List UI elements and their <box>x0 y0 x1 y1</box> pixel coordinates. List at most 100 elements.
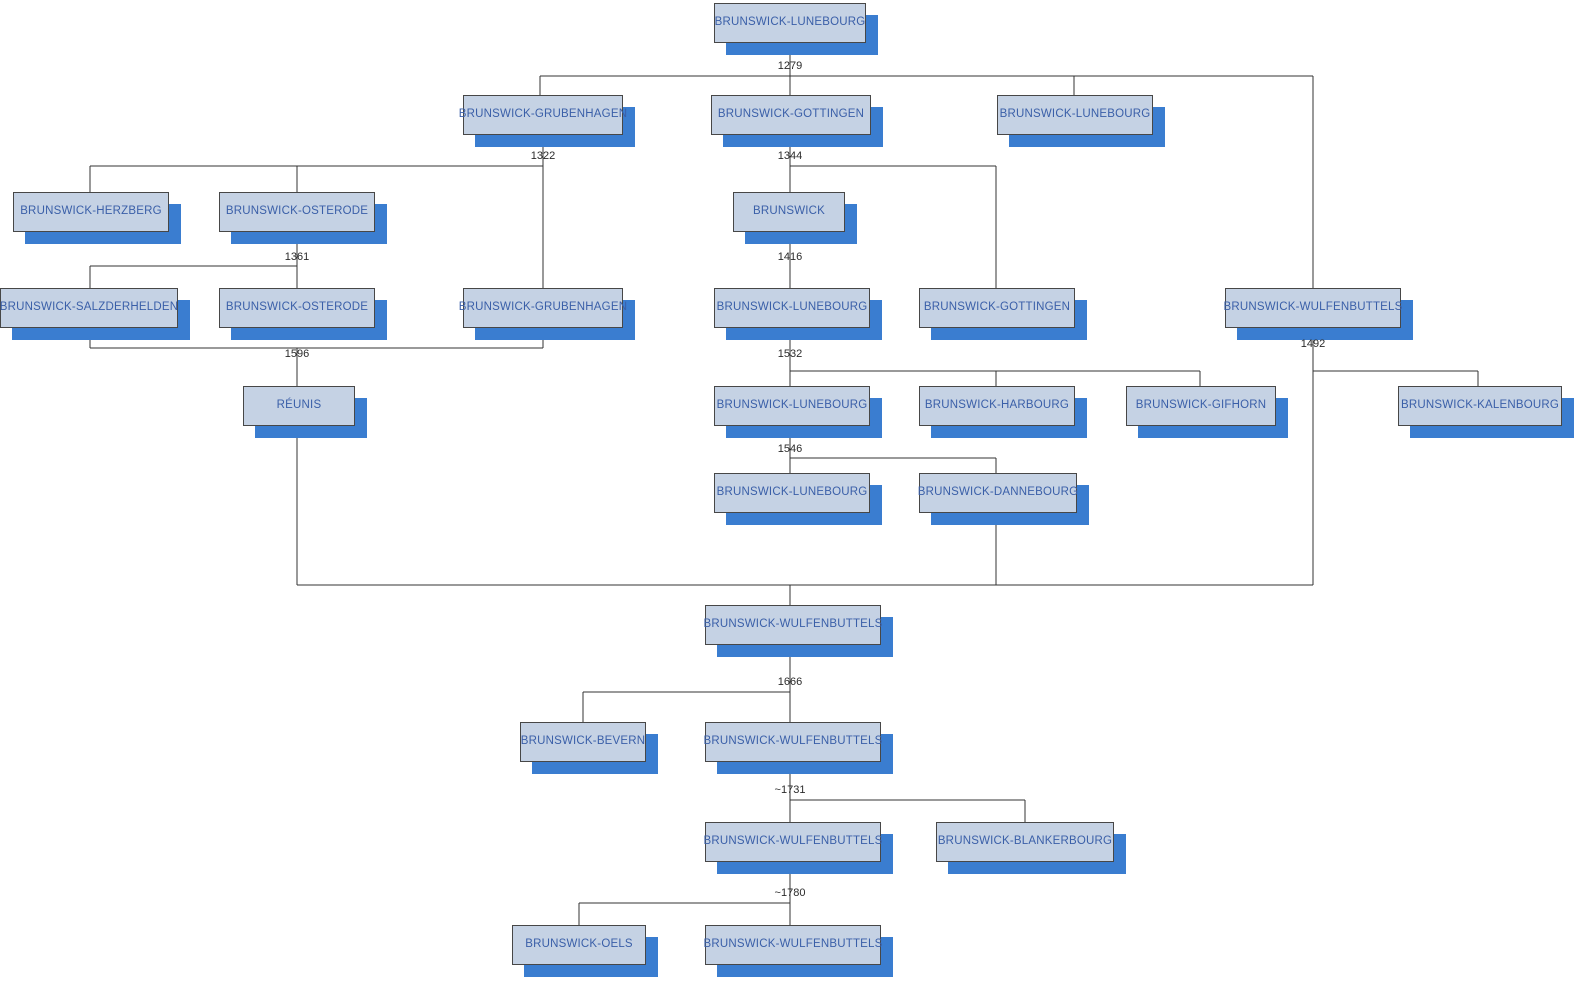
node-n23[interactable]: BRUNSWICK-WULFENBUTTELS <box>703 722 893 774</box>
node-label: BRUNSWICK-BEVERN <box>520 735 646 748</box>
node-n18[interactable]: BRUNSWICK-KALENBOURG <box>1398 386 1574 438</box>
node-label: BRUNSWICK-WULFENBUTTELS <box>703 835 883 848</box>
node-n16[interactable]: BRUNSWICK-HARBOURG <box>919 386 1087 438</box>
node-n10[interactable]: BRUNSWICK-GRUBENHAGEN <box>459 288 635 340</box>
node-n24[interactable]: BRUNSWICK-WULFENBUTTELS <box>703 822 893 874</box>
node-box[interactable]: BRUNSWICK-LUNEBOURG <box>714 473 870 513</box>
node-box[interactable]: BRUNSWICK-GRUBENHAGEN <box>459 288 627 328</box>
node-box[interactable]: BRUNSWICK-LUNEBOURG <box>714 288 870 328</box>
node-n4[interactable]: BRUNSWICK-LUNEBOURG <box>997 95 1165 147</box>
node-n21[interactable]: BRUNSWICK-WULFENBUTTELS <box>703 605 893 657</box>
edge-label-e1361: 1361 <box>284 251 310 263</box>
edge-label-e1344: 1344 <box>777 150 803 162</box>
node-label: BRUNSWICK-GRUBENHAGEN <box>458 301 628 314</box>
node-box[interactable]: BRUNSWICK-GOTTINGEN <box>919 288 1075 328</box>
node-box[interactable]: BRUNSWICK-WULFENBUTTELS <box>703 822 883 862</box>
node-box[interactable]: BRUNSWICK-LUNEBOURG <box>714 3 866 43</box>
node-label: BRUNSWICK-GRUBENHAGEN <box>458 108 628 121</box>
node-n7[interactable]: BRUNSWICK <box>733 192 857 244</box>
node-box[interactable]: BRUNSWICK-OELS <box>512 925 646 965</box>
node-label: BRUNSWICK-DANNEBOURG <box>917 486 1079 499</box>
node-label: BRUNSWICK-LUNEBOURG <box>716 486 868 499</box>
node-box[interactable]: BRUNSWICK-LUNEBOURG <box>714 386 870 426</box>
node-n26[interactable]: BRUNSWICK-OELS <box>512 925 658 977</box>
edge-label-e1546: 1546 <box>777 443 803 455</box>
node-n9[interactable]: BRUNSWICK-OSTERODE <box>219 288 387 340</box>
node-n13[interactable]: BRUNSWICK-WULFENBUTTELS <box>1223 288 1413 340</box>
edge-partition-1546 <box>789 426 997 473</box>
edge-label-e1666: 1666 <box>777 676 803 688</box>
node-label: BRUNSWICK-LUNEBOURG <box>716 399 868 412</box>
node-n17[interactable]: BRUNSWICK-GIFHORN <box>1126 386 1288 438</box>
node-n2[interactable]: BRUNSWICK-GRUBENHAGEN <box>459 95 635 147</box>
node-box[interactable]: RÉUNIS <box>243 386 355 426</box>
edge-partition-1780 <box>578 862 791 925</box>
node-box[interactable]: BRUNSWICK-SALZDERHELDEN <box>0 288 178 328</box>
node-label: BRUNSWICK-WULFENBUTTELS <box>703 618 883 631</box>
edge-label-e1780: ~1780 <box>774 887 806 899</box>
node-box[interactable]: BRUNSWICK-WULFENBUTTELS <box>703 722 882 762</box>
node-label: BRUNSWICK-OSTERODE <box>225 301 369 314</box>
node-box[interactable]: BRUNSWICK-HARBOURG <box>919 386 1075 426</box>
node-label: BRUNSWICK-BLANKERBOURG <box>937 835 1113 848</box>
edge-partition-1532 <box>789 328 1201 386</box>
node-label: BRUNSWICK-GIFHORN <box>1135 399 1267 412</box>
node-label: BRUNSWICK-OSTERODE <box>225 205 369 218</box>
node-n11[interactable]: BRUNSWICK-LUNEBOURG <box>714 288 882 340</box>
edge-partition-1322 <box>89 135 544 288</box>
node-box[interactable]: BRUNSWICK-OSTERODE <box>219 288 375 328</box>
node-label: BRUNSWICK <box>752 205 826 218</box>
node-box[interactable]: BRUNSWICK-WULFENBUTTELS <box>703 925 883 965</box>
node-label: BRUNSWICK-GOTTINGEN <box>717 108 865 121</box>
node-n3[interactable]: BRUNSWICK-GOTTINGEN <box>711 95 883 147</box>
edge-label-e1279: 1279 <box>777 60 803 72</box>
node-label: BRUNSWICK-KALENBOURG <box>1401 399 1559 412</box>
edge-label-e1596: 1596 <box>284 348 310 360</box>
node-box[interactable]: BRUNSWICK-LUNEBOURG <box>997 95 1153 135</box>
node-box[interactable]: BRUNSWICK-WULFENBUTTELS <box>1223 288 1402 328</box>
node-n1[interactable]: BRUNSWICK-LUNEBOURG <box>714 3 878 55</box>
node-label: BRUNSWICK-SALZDERHELDEN <box>0 301 179 314</box>
node-box[interactable]: BRUNSWICK-DANNEBOURG <box>917 473 1079 513</box>
node-box[interactable]: BRUNSWICK-WULFENBUTTELS <box>703 605 883 645</box>
node-box[interactable]: BRUNSWICK-GRUBENHAGEN <box>459 95 627 135</box>
node-n5[interactable]: BRUNSWICK-HERZBERG <box>13 192 181 244</box>
node-box[interactable]: BRUNSWICK-OSTERODE <box>219 192 375 232</box>
node-label: BRUNSWICK-HERZBERG <box>20 205 162 218</box>
node-n25[interactable]: BRUNSWICK-BLANKERBOURG <box>936 822 1126 874</box>
edge-label-e1731: ~1731 <box>774 784 806 796</box>
node-label: BRUNSWICK-HARBOURG <box>924 399 1070 412</box>
node-box[interactable]: BRUNSWICK-BLANKERBOURG <box>936 822 1114 862</box>
edge-label-e1532: 1532 <box>777 348 803 360</box>
edge-partition-1731 <box>789 762 1026 822</box>
edge-label-e1492: 1492 <box>1300 338 1326 350</box>
node-box[interactable]: BRUNSWICK <box>733 192 845 232</box>
node-box[interactable]: BRUNSWICK-GIFHORN <box>1126 386 1276 426</box>
node-box[interactable]: BRUNSWICK-HERZBERG <box>13 192 169 232</box>
edge-label-e1322: 1322 <box>530 150 556 162</box>
node-n12[interactable]: BRUNSWICK-GOTTINGEN <box>919 288 1087 340</box>
edge-partition-1666 <box>582 645 791 722</box>
node-box[interactable]: BRUNSWICK-BEVERN <box>520 722 646 762</box>
node-label: BRUNSWICK-GOTTINGEN <box>923 301 1071 314</box>
node-box[interactable]: BRUNSWICK-GOTTINGEN <box>711 95 871 135</box>
edge-partition-1279 <box>539 43 1314 288</box>
node-n27[interactable]: BRUNSWICK-WULFENBUTTELS <box>703 925 893 977</box>
edge-convergence-1666-parent <box>297 584 1313 605</box>
node-n22[interactable]: BRUNSWICK-BEVERN <box>520 722 658 774</box>
node-n14[interactable]: RÉUNIS <box>243 386 367 438</box>
edge-partition-1344 <box>789 135 997 288</box>
node-n6[interactable]: BRUNSWICK-OSTERODE <box>219 192 387 244</box>
node-label: BRUNSWICK-WULFENBUTTELS <box>703 938 883 951</box>
node-label: BRUNSWICK-LUNEBOURG <box>999 108 1151 121</box>
node-n8[interactable]: BRUNSWICK-SALZDERHELDEN <box>0 288 190 340</box>
node-label: RÉUNIS <box>276 399 322 412</box>
node-n20[interactable]: BRUNSWICK-DANNEBOURG <box>917 473 1089 525</box>
node-n19[interactable]: BRUNSWICK-LUNEBOURG <box>714 473 882 525</box>
edge-partition-1492 <box>1312 328 1479 585</box>
node-n15[interactable]: BRUNSWICK-LUNEBOURG <box>714 386 882 438</box>
edge-partition-1361 <box>89 232 298 288</box>
node-box[interactable]: BRUNSWICK-KALENBOURG <box>1398 386 1562 426</box>
